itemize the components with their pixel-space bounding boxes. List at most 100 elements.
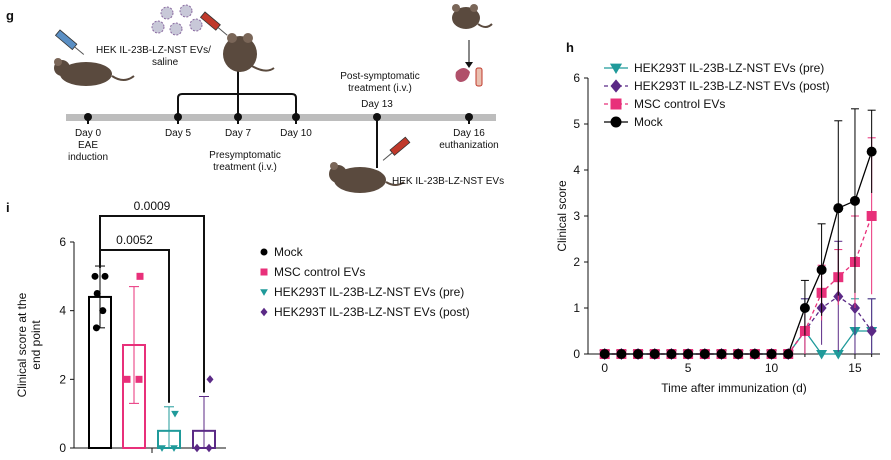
legend-marker xyxy=(260,289,268,296)
legend-label: MSC control EVs xyxy=(634,97,725,111)
series-msc xyxy=(599,137,877,359)
legend-marker xyxy=(610,98,622,110)
data-point xyxy=(599,349,610,359)
label-line: HEK IL-23B-LZ-NST EVs xyxy=(392,176,504,187)
panel-h-letter: h xyxy=(566,40,574,55)
bar-group xyxy=(192,375,216,453)
timeline-dot xyxy=(234,113,242,121)
day-label-line: euthanization xyxy=(439,140,499,151)
data-point xyxy=(683,349,694,359)
y-tick-label: 6 xyxy=(59,235,66,249)
series-line xyxy=(604,215,873,355)
day-label: Day 5 xyxy=(165,128,192,139)
syringe-icon xyxy=(382,136,411,161)
data-point xyxy=(93,290,101,297)
day-label: Day 7 xyxy=(225,128,252,139)
data-point xyxy=(92,324,100,332)
legend-label: HEK293T IL-23B-LZ-NST EVs (pre) xyxy=(274,285,464,299)
post-injection-label: HEK IL-23B-LZ-NST EVs xyxy=(392,176,504,187)
data-point xyxy=(866,146,877,157)
legend-label: HEK293T IL-23B-LZ-NST EVs (post) xyxy=(634,79,830,93)
significance-bracket: 0.0009 xyxy=(99,199,205,393)
data-point xyxy=(783,349,794,359)
data-point xyxy=(799,303,810,313)
data-point xyxy=(816,264,827,275)
data-point xyxy=(699,349,710,359)
data-point xyxy=(193,443,201,453)
data-point xyxy=(833,203,844,214)
label-line: HEK IL-23B-LZ-NST EVs/ xyxy=(96,45,211,56)
bar-group xyxy=(88,265,112,449)
legend-label: HEK293T IL-23B-LZ-NST EVs (post) xyxy=(274,305,470,319)
presymptomatic-bracket xyxy=(177,66,297,114)
y-tick-label: 4 xyxy=(573,163,580,177)
day-label-line: Day 7 xyxy=(225,128,252,139)
y-axis-title: Clinical score at theend point xyxy=(15,292,43,397)
y-tick-label: 4 xyxy=(59,304,66,318)
bracket-line xyxy=(99,215,205,393)
mouse-illustration-day16 xyxy=(452,4,493,29)
y-tick-label: 5 xyxy=(573,117,580,131)
y-tick-label: 1 xyxy=(573,301,580,315)
syringe-icon xyxy=(199,11,228,36)
day-label-line: Day 10 xyxy=(280,128,312,139)
data-point xyxy=(136,272,144,280)
day-label-line: Day 16 xyxy=(453,128,485,139)
panel-g-letter: g xyxy=(6,8,14,23)
y-axis-title-line: end point xyxy=(29,320,43,370)
panel-i-letter: i xyxy=(6,200,10,215)
day-label-line: Day 13 xyxy=(361,99,393,110)
legend-marker xyxy=(609,63,623,75)
legend-marker xyxy=(260,248,268,256)
legend-marker xyxy=(260,307,268,317)
x-tick-label: 10 xyxy=(765,361,779,375)
label-line: Post-symptomatic xyxy=(340,71,419,82)
y-tick-label: 3 xyxy=(573,209,580,223)
data-point xyxy=(171,410,179,418)
data-point xyxy=(766,349,777,359)
y-tick-label: 2 xyxy=(573,255,580,269)
data-point xyxy=(99,307,107,315)
data-point xyxy=(649,349,660,359)
data-point xyxy=(716,349,727,359)
data-point xyxy=(666,349,677,359)
x-tick-label: 15 xyxy=(848,361,862,375)
legend-label: Mock xyxy=(274,245,304,259)
legend-label: HEK293T IL-23B-LZ-NST EVs (pre) xyxy=(634,61,824,75)
euthanization-arrowhead xyxy=(465,62,473,68)
data-point xyxy=(616,349,627,359)
y-tick-label: 0 xyxy=(573,347,580,361)
data-point xyxy=(135,375,143,383)
timeline-bar xyxy=(66,114,496,121)
data-point xyxy=(849,195,860,206)
data-point xyxy=(832,350,844,360)
data-point xyxy=(206,375,214,384)
y-tick-label: 6 xyxy=(573,71,580,85)
series-mock xyxy=(599,108,877,359)
injection-label: HEK IL-23B-LZ-NST EVs/saline xyxy=(96,45,211,68)
data-point xyxy=(633,349,644,359)
mouse-illustration-day0 xyxy=(54,58,135,86)
bar-group xyxy=(122,272,146,449)
legend-label: MSC control EVs xyxy=(274,265,365,279)
day-label-line: EAE xyxy=(78,140,98,151)
clinical-score-legend: HEK293T IL-23B-LZ-NST EVs (pre) HEK293T I… xyxy=(604,61,830,129)
legend-marker xyxy=(610,116,622,128)
day-label: Day 13 xyxy=(361,99,393,110)
legend-marker xyxy=(260,268,268,276)
data-point xyxy=(733,349,744,359)
mouse-illustration-day7 xyxy=(223,33,275,72)
y-tick-label: 0 xyxy=(59,441,66,455)
